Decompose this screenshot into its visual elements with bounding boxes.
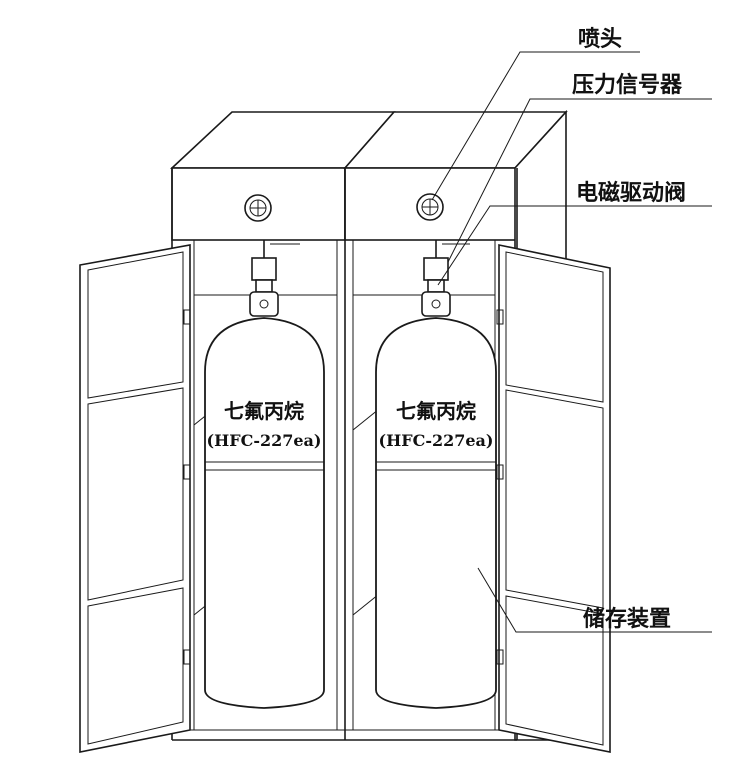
cylinder-left: 七氟丙烷 (HFC-227ea) bbox=[204, 240, 325, 709]
cylinder-left-agent-name: 七氟丙烷 bbox=[224, 399, 304, 423]
cylinder-right: 七氟丙烷 (HFC-227ea) bbox=[375, 240, 497, 709]
nozzle-right bbox=[416, 193, 444, 221]
label-storage-device: 储存装置 bbox=[583, 606, 671, 632]
label-nozzle: 喷头 bbox=[578, 27, 622, 52]
door-right bbox=[496, 244, 611, 753]
cylinder-right-agent-name: 七氟丙烷 bbox=[396, 399, 476, 423]
cylinder-right-agent-code: (HFC-227ea) bbox=[379, 431, 494, 450]
door-left bbox=[79, 244, 191, 753]
leader-lines bbox=[431, 51, 712, 633]
cylinder-left-agent-code: (HFC-227ea) bbox=[207, 431, 322, 450]
nozzle-left bbox=[244, 194, 272, 222]
label-pressure-signal: 压力信号器 bbox=[572, 72, 683, 98]
label-solenoid-valve: 电磁驱动阀 bbox=[576, 180, 686, 206]
